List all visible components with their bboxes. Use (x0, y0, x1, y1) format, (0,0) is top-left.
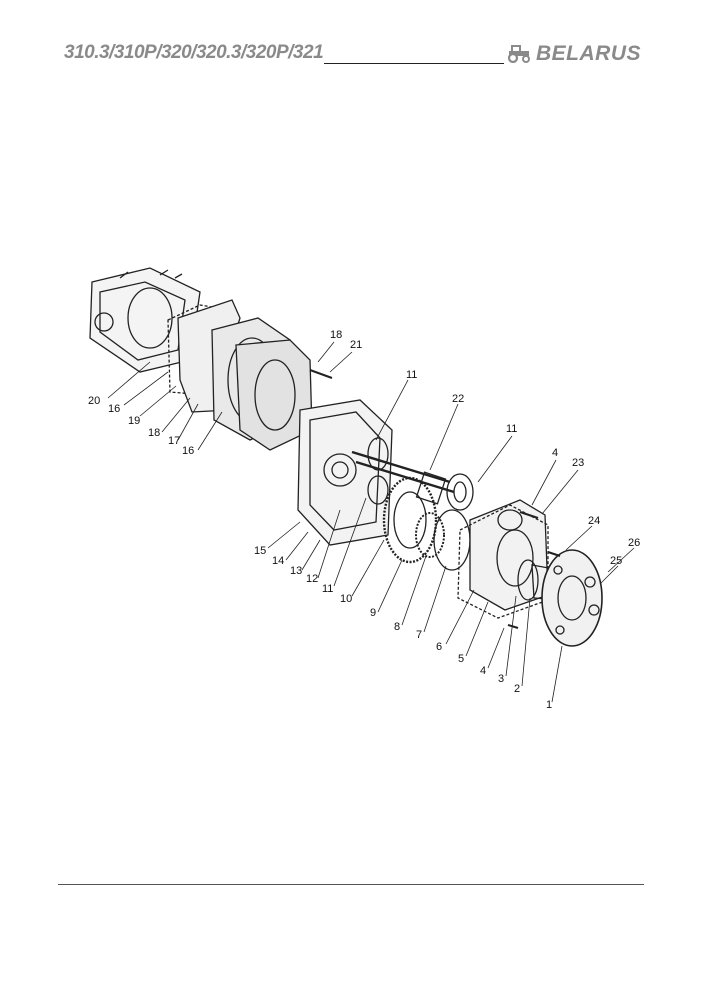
callout-label: 3 (498, 673, 504, 685)
drawing-cover-intermediate (297, 399, 393, 546)
callout-label: 10 (340, 593, 352, 605)
callout-label: 15 (254, 545, 266, 557)
drawing-bearings (367, 437, 474, 511)
callout-label: 8 (394, 621, 400, 633)
callout-label: 23 (572, 457, 584, 469)
callout-label: 1 (546, 699, 552, 711)
drawing-gears (382, 476, 471, 571)
callout-label: 7 (416, 629, 422, 641)
callout-label: 13 (290, 565, 302, 577)
callout-label: 26 (628, 537, 640, 549)
callout-label: 21 (350, 339, 362, 351)
callout-label: 16 (108, 403, 120, 415)
callout-label: 2 (514, 683, 520, 695)
header-rule (324, 63, 504, 64)
drawing-cover-rear (457, 499, 549, 619)
callout-label: 11 (506, 423, 517, 435)
callout-label: 17 (168, 435, 180, 447)
callout-label: 18 (148, 427, 160, 439)
brand-name: BELARUS (536, 42, 642, 65)
callout-labels: 20 16 19 18 17 16 18 21 11 22 11 4 23 24… (88, 329, 640, 711)
callout-label: 22 (452, 393, 464, 405)
drawing-bolts (309, 369, 561, 629)
drawing-flange-2 (235, 339, 313, 451)
header-model-list: 310.3/310P/320/320.3/320P/321 (64, 42, 324, 63)
callout-label: 4 (552, 447, 558, 459)
callout-label: 12 (306, 573, 318, 585)
callout-leaders (107, 341, 635, 703)
callout-label: 16 (182, 445, 194, 457)
callout-label: 5 (458, 653, 464, 665)
callout-label: 24 (588, 515, 600, 527)
callout-label: 14 (272, 555, 284, 567)
callout-label: 20 (88, 395, 100, 407)
callout-label: 25 (610, 555, 622, 567)
brand-logo: BELARUS (506, 42, 656, 68)
callout-label: 6 (436, 641, 442, 653)
callout-label: 11 (322, 583, 333, 595)
callout-label: 18 (330, 329, 342, 341)
footer-rule (58, 884, 644, 885)
drawing-output-flange (541, 549, 603, 647)
callout-label: 11 (406, 369, 417, 381)
callout-label: 4 (480, 665, 486, 677)
tractor-icon (507, 45, 530, 63)
callout-label: 9 (370, 607, 376, 619)
callout-label: 19 (128, 415, 140, 427)
